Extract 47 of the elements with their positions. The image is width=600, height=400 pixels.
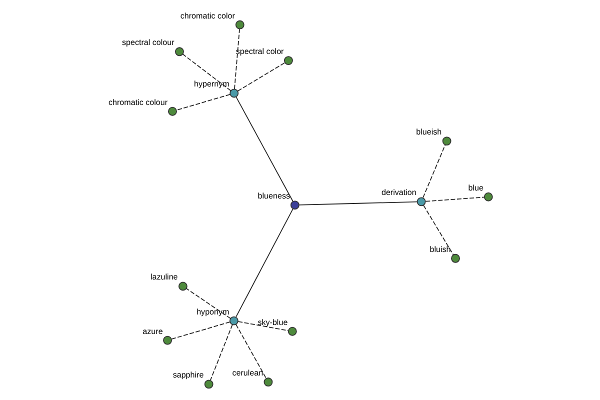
node-circle bbox=[168, 106, 177, 116]
node-label: bluish bbox=[430, 244, 451, 254]
connector bbox=[238, 321, 289, 332]
node-circle bbox=[451, 254, 460, 263]
connector bbox=[237, 62, 286, 92]
node-circle bbox=[442, 136, 452, 146]
connector bbox=[425, 196, 485, 202]
node-circle bbox=[484, 192, 493, 202]
node-label: chromatic color bbox=[180, 11, 235, 20]
connector bbox=[171, 322, 230, 340]
node-label: sky-blue bbox=[258, 318, 288, 327]
node-label: derivation bbox=[381, 188, 416, 198]
node-label: lazuline bbox=[150, 272, 178, 282]
node-label: hyponym bbox=[196, 307, 230, 316]
connector bbox=[182, 54, 232, 92]
node-label: sapphire bbox=[172, 370, 204, 380]
node-label: blueness bbox=[258, 192, 290, 201]
connector bbox=[186, 288, 232, 319]
node-circle bbox=[284, 56, 293, 66]
connector bbox=[236, 96, 294, 202]
node-circle bbox=[264, 378, 273, 387]
node-circle bbox=[290, 200, 300, 210]
node-label: spectral color bbox=[236, 47, 284, 56]
node-label: blue bbox=[468, 183, 484, 192]
node-circle bbox=[288, 326, 297, 336]
connector bbox=[423, 204, 454, 256]
node-circle bbox=[204, 380, 214, 389]
connector bbox=[236, 324, 267, 379]
node-label: hypernym bbox=[194, 80, 230, 89]
connector bbox=[234, 28, 240, 90]
node-label: azure bbox=[142, 326, 163, 336]
node-label: cerulean bbox=[232, 368, 264, 378]
connector bbox=[176, 94, 231, 111]
node-circle bbox=[235, 20, 244, 30]
node-circle bbox=[230, 88, 239, 98]
connector bbox=[422, 144, 446, 198]
node-circle bbox=[178, 282, 188, 291]
node-circle bbox=[175, 47, 184, 56]
node-circle bbox=[229, 316, 238, 326]
node-label: spectral colour bbox=[122, 38, 174, 48]
node-circle bbox=[163, 336, 172, 345]
node-label: blueish bbox=[416, 128, 442, 137]
node-circle bbox=[416, 197, 426, 206]
connector bbox=[210, 324, 233, 381]
node-label: chromatic colour bbox=[108, 98, 168, 107]
connector bbox=[298, 201, 418, 206]
connector bbox=[236, 208, 294, 318]
